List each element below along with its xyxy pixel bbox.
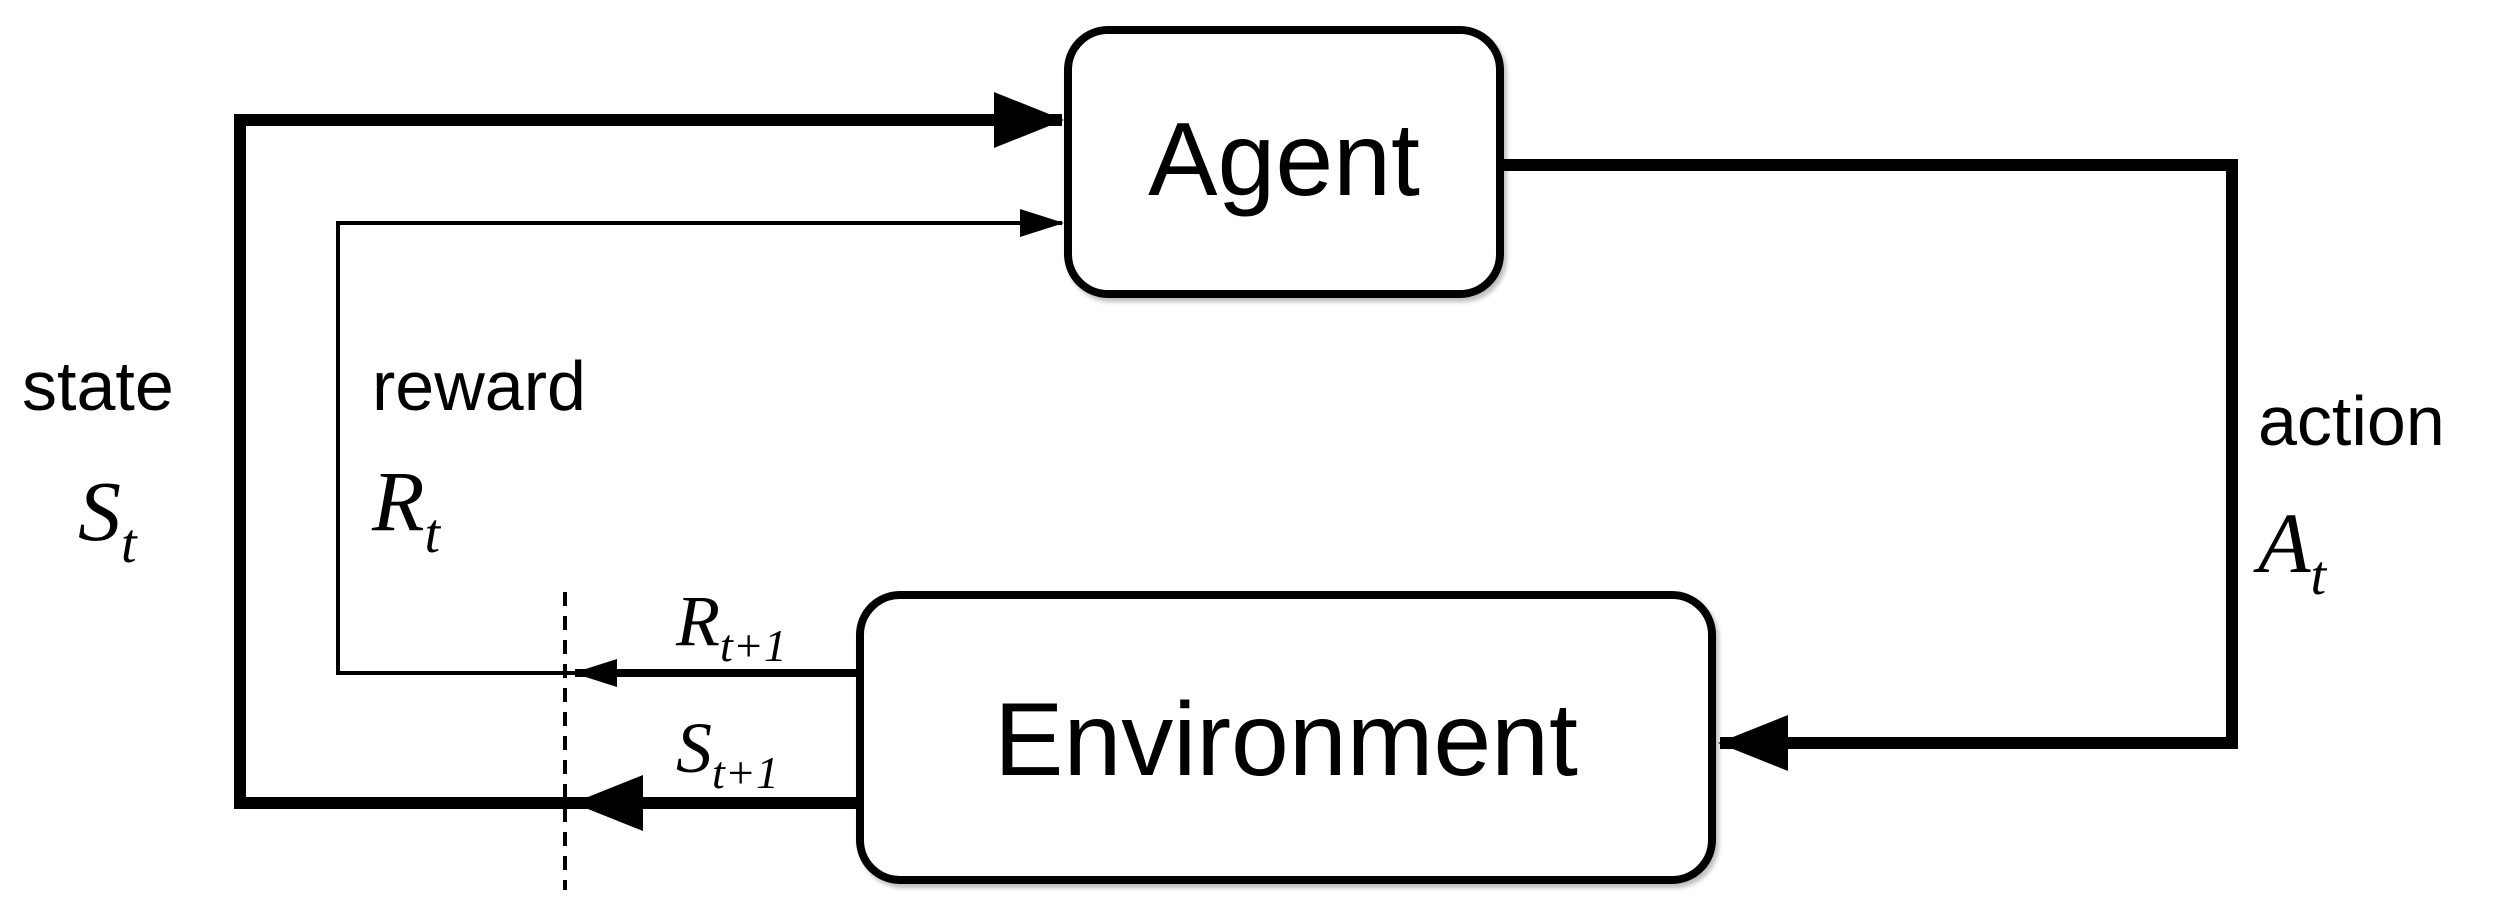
agent-box: Agent	[1064, 26, 1504, 298]
agent-label: Agent	[1148, 102, 1420, 218]
action-arrow	[1504, 159, 2238, 771]
reward-word: reward	[372, 347, 586, 425]
reward-symbol: Rt	[371, 453, 442, 565]
next-state-symbol: St+1	[676, 708, 779, 798]
environment-label: Environment	[994, 682, 1578, 798]
environment-box: Environment	[856, 591, 1716, 884]
action-symbol: At	[2253, 495, 2328, 607]
state-symbol: St	[78, 463, 138, 575]
action-word: action	[2258, 382, 2445, 460]
state-word: state	[22, 347, 174, 425]
next-reward-symbol: Rt+1	[675, 581, 787, 671]
state-arrow	[234, 92, 1064, 809]
